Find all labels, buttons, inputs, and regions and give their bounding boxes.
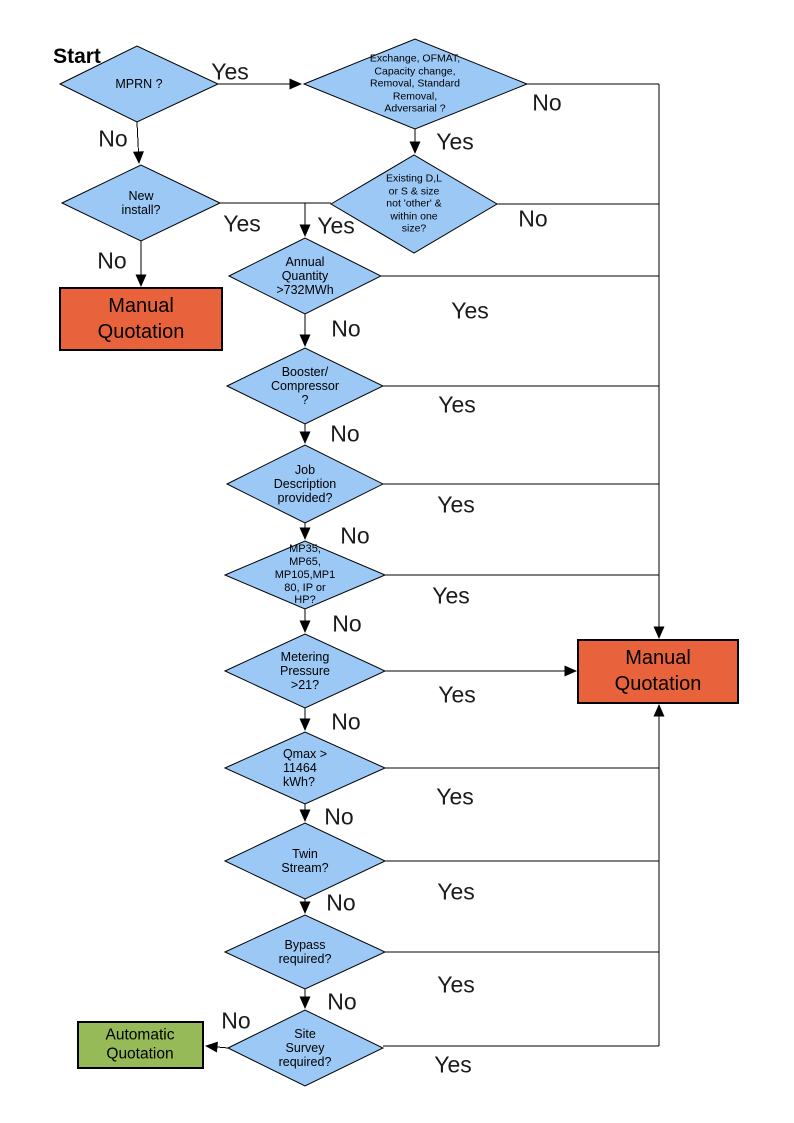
terminal-manual-quotation-left-shape [59, 287, 223, 351]
decision-mprn-shape [58, 45, 220, 123]
terminal-manual-quotation-left-label: Manual Quotation [97, 295, 185, 343]
decision-pressure-tier-label: MP35, MP65, MP105,MP1 80, IP or HP? [274, 542, 336, 607]
branch-label-jobtype-yes: Yes [436, 128, 474, 155]
decision-existing-size-label: Existing D,L or S & size not 'other' & w… [385, 172, 443, 235]
branch-label-pressuretier-yes: Yes [432, 582, 470, 609]
branch-label-bypass-no: No [327, 988, 357, 1015]
branch-label-qmax-yes: Yes [436, 783, 474, 810]
decision-job-description-label: Job Description provided? [273, 462, 337, 506]
decision-job-type-label: Exchange, OFMAT, Capacity change, Remova… [369, 52, 461, 115]
branch-label-jobdesc-yes: Yes [437, 491, 475, 518]
connector-site-no [205, 1041, 229, 1053]
decision-annual-quantity-label: Annual Quantity >732MWh [276, 254, 334, 298]
branch-label-qmax-no: No [324, 803, 354, 830]
decision-job-type-shape [302, 38, 529, 130]
terminal-automatic-quotation-shape [77, 1021, 204, 1069]
branch-label-mprn-no: No [98, 125, 128, 152]
decision-metering-pressure-shape [223, 633, 387, 709]
decision-new-install-shape [60, 164, 222, 242]
decision-site-survey-shape [226, 1009, 385, 1087]
branch-label-metering-no: No [331, 708, 361, 735]
decision-metering-pressure-label: Metering Pressure >21? [279, 649, 331, 693]
branch-label-metering-yes: Yes [438, 681, 476, 708]
decision-new-install-label: New install? [121, 188, 161, 217]
branch-label-mprn-yes: Yes [211, 58, 249, 85]
branch-label-site-no: No [221, 1007, 251, 1034]
branch-label-bypass-yes: Yes [437, 971, 475, 998]
branch-label-newinstall-yes: Yes [223, 210, 261, 237]
decision-annual-quantity-shape [227, 237, 383, 315]
connector-mprn-no [132, 121, 144, 164]
decision-bypass-shape [223, 914, 387, 990]
branch-label-annual-yes: Yes [451, 297, 489, 324]
terminal-manual-quotation-right-shape [577, 639, 739, 704]
terminal-automatic-quotation-label: Automatic Quotation [105, 1026, 175, 1063]
branch-label-existing-yes: Yes [317, 212, 355, 239]
branch-label-existing-no: No [518, 205, 548, 232]
terminal-manual-quotation-right-label: Manual Quotation [614, 647, 702, 695]
branch-label-pressuretier-no: No [332, 610, 362, 637]
decision-pressure-tier-shape [223, 540, 387, 610]
decision-twin-stream-label: Twin Stream? [281, 846, 329, 875]
decision-booster-shape [225, 347, 385, 425]
branch-label-booster-yes: Yes [438, 391, 476, 418]
branch-label-newinstall-no: No [97, 247, 127, 274]
branch-label-site-yes: Yes [434, 1051, 472, 1078]
decision-qmax-label: Qmax > 11464 kWh? [282, 746, 328, 790]
branch-label-booster-no: No [330, 420, 360, 447]
branch-label-twin-no: No [326, 889, 356, 916]
decision-qmax-shape [223, 731, 387, 805]
branch-label-twin-yes: Yes [437, 878, 475, 905]
decision-twin-stream-shape [223, 822, 387, 900]
decision-existing-size-shape [330, 154, 498, 254]
branch-label-annual-no: No [331, 315, 361, 342]
decision-booster-label: Booster/ Compressor ? [270, 364, 340, 408]
branch-label-jobtype-no: No [532, 89, 562, 116]
decision-site-survey-label: Site Survey required? [278, 1026, 332, 1070]
decision-bypass-label: Bypass required? [278, 937, 332, 966]
decision-mprn-label: MPRN ? [115, 76, 163, 91]
decision-job-description-shape [225, 444, 385, 524]
branch-label-jobdesc-no: No [340, 522, 370, 549]
start-label: Start [53, 45, 101, 68]
